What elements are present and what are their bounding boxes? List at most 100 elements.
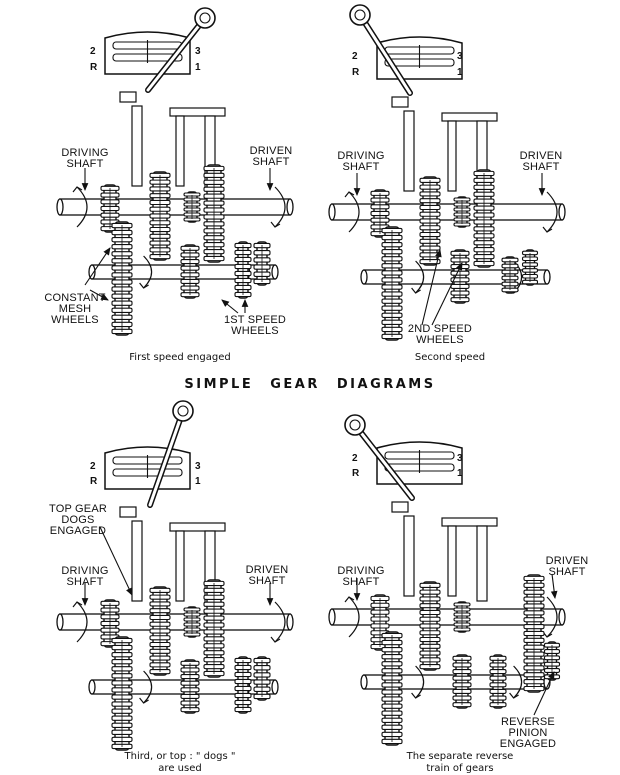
gear-lever-core [146, 16, 207, 92]
gear-lever-core [358, 13, 412, 95]
shaft-end [88, 264, 96, 280]
leader-arrowhead [266, 183, 274, 192]
leader-arrowhead [435, 249, 442, 258]
panel-reverse-gear [328, 414, 566, 746]
constant-mesh-wheels-label: CONSTANT MESH WHEELS [44, 292, 106, 326]
gate-label-r: R [90, 62, 98, 73]
panel-second-speed [328, 4, 566, 341]
gear-wheel [149, 171, 171, 261]
leader-line [431, 262, 463, 326]
rotation-arrow [348, 596, 360, 638]
selector-rod [441, 517, 498, 527]
leader-arrowhead [353, 188, 361, 197]
first-speed-wheels-label: 1ST SPEED WHEELS [223, 314, 287, 337]
gear-wheel [523, 574, 545, 693]
selector-rod [175, 530, 185, 602]
panel-caption-first-speed: First speed engaged [129, 352, 231, 363]
gate-label-1: 1 [457, 468, 463, 479]
gear-wheel [183, 606, 201, 638]
driven-shaft-label: DRIVEN SHAFT [545, 555, 589, 578]
lever-knob [194, 7, 216, 29]
shaft-end [286, 198, 294, 216]
shaft-end [360, 674, 368, 690]
leader-arrowhead [81, 183, 89, 192]
selector-rod [391, 501, 409, 513]
leader-line [99, 526, 133, 596]
gear-wheel [419, 581, 441, 671]
lever-knob-ring [177, 405, 189, 417]
selector-rod [447, 525, 457, 597]
shaft-end [286, 613, 294, 631]
leader-arrowhead [241, 298, 249, 307]
arrow-head [542, 226, 553, 233]
selector-rod [131, 520, 143, 602]
selector-rod [476, 525, 488, 602]
gear-wheel [453, 601, 471, 633]
selector-rod [441, 112, 498, 122]
shaft-end [328, 203, 336, 221]
selector-rod [447, 120, 457, 192]
leader-arrowhead [103, 247, 111, 256]
arrow-head [270, 221, 281, 228]
selector-rod [169, 107, 226, 117]
gate-label-r: R [352, 67, 360, 78]
shaft [59, 198, 291, 216]
panel-caption-third-speed: Third, or top : " dogs " are used [124, 751, 236, 774]
arrow-head [344, 596, 355, 603]
gear-wheel [111, 221, 133, 336]
arrow-head [411, 287, 421, 294]
leader-arrowhead [548, 671, 555, 680]
gate-label-1: 1 [195, 476, 201, 487]
leader-line [84, 247, 111, 286]
gear-wheel [180, 659, 200, 714]
rotation-arrow [143, 255, 153, 289]
gear-wheel [381, 631, 403, 746]
lever-knob [344, 414, 366, 436]
gate-label-1: 1 [195, 62, 201, 73]
gear-wheel [203, 579, 225, 678]
top-gear-dogs-label: TOP GEAR DOGS ENGAGED [48, 503, 108, 537]
lever-knob-ring [349, 419, 361, 431]
gear-wheel [521, 249, 539, 286]
arrow-head [72, 601, 83, 608]
driving-shaft-label: DRIVING SHAFT [337, 565, 385, 588]
gear-wheel [234, 241, 252, 299]
gate-label-r: R [90, 476, 98, 487]
shaft-end [56, 613, 64, 631]
gear-wheel [234, 656, 252, 714]
gear-wheel [453, 196, 471, 228]
rotation-arrow [415, 665, 425, 699]
selector-rod [403, 110, 415, 192]
gear-lever-core [148, 409, 185, 507]
shaft-end [88, 679, 96, 695]
gear-wheel [452, 654, 472, 709]
gear-wheel [501, 256, 519, 294]
gear-wheel [180, 244, 200, 299]
gear-wheel [370, 189, 390, 238]
rotation-arrow [274, 186, 286, 228]
arrow-head [509, 692, 519, 699]
selector-rod [119, 91, 137, 103]
driving-shaft-label: DRIVING SHAFT [61, 147, 109, 170]
lever-knob-ring [354, 9, 366, 21]
arrow-head [72, 186, 83, 193]
driving-shaft-label: DRIVING SHAFT [337, 150, 385, 173]
selector-rod [403, 515, 415, 597]
rotation-arrow [143, 670, 153, 704]
shaft-end [543, 269, 551, 285]
driven-shaft-label: DRIVEN SHAFT [245, 564, 289, 587]
arrow-head [139, 697, 149, 704]
gate-label-3: 3 [195, 461, 201, 472]
arrow-head [344, 191, 355, 198]
driven-shaft-label: DRIVEN SHAFT [519, 150, 563, 173]
selector-rod [119, 506, 137, 518]
leader-arrowhead [81, 598, 89, 607]
gear-wheel [253, 656, 271, 701]
gear-wheel [489, 654, 507, 709]
gate-label-2: 2 [90, 46, 96, 57]
arrow-head [411, 692, 421, 699]
arrow-head [139, 282, 149, 289]
leader-line [421, 249, 441, 326]
leader-arrowhead [126, 587, 133, 596]
selector-rod [131, 105, 143, 187]
